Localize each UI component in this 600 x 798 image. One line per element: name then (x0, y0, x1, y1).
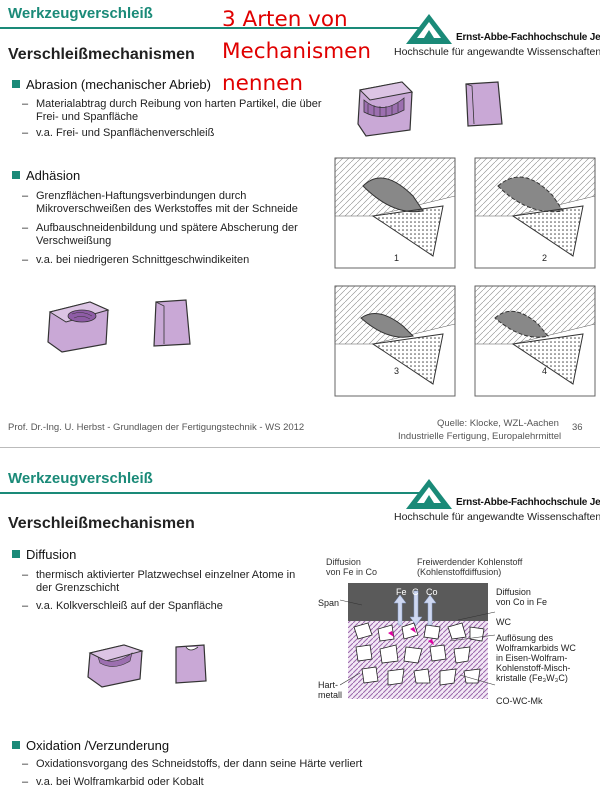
panel-number: 4 (542, 366, 548, 376)
logo-subtitle: Hochschule für angewandte Wissenschaften (394, 511, 600, 523)
diffusion-side-tool-figure (175, 644, 207, 684)
sub-item: –v.a. bei Wolframkarbid oder Kobalt (22, 776, 204, 788)
label-dissolution: Auflösung des Wolframkarbids WC in Eisen… (496, 633, 576, 683)
square-bullet-icon (12, 80, 20, 88)
university-logo: Ernst-Abbe-Fachhochschule Jena Hochschul… (394, 477, 600, 527)
slide-2: Werkzeugverschleiß Ernst-Abbe-Fachhochsc… (0, 465, 600, 798)
label-hartmetall: Hart- metall (318, 680, 343, 700)
logo-name: Ernst-Abbe-Fachhochschule Jena (456, 32, 600, 43)
sub-item: –Materialabtrag durch Reibung von harten… (22, 98, 322, 123)
label-span: Span (318, 598, 340, 608)
slide-title: Werkzeugverschleiß (8, 5, 153, 22)
bullet-abrasion: Abrasion (mechanischer Abrieb) (12, 77, 211, 92)
sub-item: –v.a. Kolkverschleiß auf der Spanfläche (22, 600, 223, 612)
slide-separator (0, 447, 600, 465)
logo-name: Ernst-Abbe-Fachhochschule Jena (456, 497, 600, 508)
label-c: C (412, 587, 419, 597)
adhesion-worn-tool-figure (47, 301, 110, 353)
adhesion-side-tool-figure (153, 299, 191, 347)
square-bullet-icon (12, 550, 20, 558)
panel-number: 2 (542, 253, 548, 263)
sub-item: –v.a. bei niedrigeren Schnittgeschwindik… (22, 254, 250, 266)
square-bullet-icon (12, 741, 20, 749)
adhesion-panels-3-4 (334, 285, 596, 397)
label-free-carbon: Freiwerdender Kohlenstoff (Kohlenstoffdi… (417, 557, 523, 577)
label-diffusion-co-fe: Diffusion von Co in Fe (496, 587, 548, 607)
bullet-oxidation: Oxidation /Verzunderung (12, 738, 169, 753)
sub-item: –Oxidationsvorgang des Schneidstoffs, de… (22, 758, 363, 770)
panel-number: 3 (394, 366, 400, 376)
triangle-logo-icon (406, 14, 452, 44)
label-wc: WC (496, 617, 511, 627)
logo-subtitle: Hochschule für angewandte Wissenschaften (394, 46, 600, 58)
diffusion-diagram: Fe C Co (348, 583, 488, 699)
bullet-adhaesion: Adhäsion (12, 168, 80, 183)
adhesion-panels-1-2 (334, 157, 596, 269)
footer-left: Prof. Dr.-Ing. U. Herbst - Grundlagen de… (8, 422, 305, 433)
sub-item: –v.a. Frei- und Spanflächenverschleiß (22, 127, 215, 139)
diffusion-worn-tool-figure (87, 644, 144, 688)
slide-1: Werkzeugverschleiß 3 Arten von Mechanism… (0, 0, 600, 442)
section-heading: Verschleißmechanismen (8, 515, 195, 532)
label-fe: Fe (396, 587, 407, 597)
page-number: 36 (572, 422, 583, 433)
abrasion-side-tool-figure (465, 81, 503, 127)
slide-title: Werkzeugverschleiß (8, 470, 153, 487)
sub-item: –thermisch aktivierter Platzwechsel einz… (22, 569, 296, 594)
square-bullet-icon (12, 171, 20, 179)
label-co-wc-mk: CO-WC-Mk (496, 696, 543, 706)
sub-item: –Grenzflächen-Haftungsverbindungen durch… (22, 190, 298, 215)
title-rule (0, 492, 420, 494)
triangle-logo-icon (406, 479, 452, 509)
panel-number: 1 (394, 253, 400, 263)
sub-item: –Aufbauschneidenbildung und spätere Absc… (22, 222, 298, 247)
slide-title-bar: Werkzeugverschleiß (0, 0, 600, 29)
handwritten-annotation: 3 Arten von Mechanismen nennen (222, 7, 371, 96)
bullet-diffusion: Diffusion (12, 547, 76, 562)
label-co: Co (426, 587, 438, 597)
university-logo: Ernst-Abbe-Fachhochschule Jena Hochschul… (394, 12, 600, 62)
abrasion-worn-tool-figure (357, 81, 414, 137)
footer-source-1: Quelle: Klocke, WZL-Aachen (437, 418, 559, 429)
title-rule (0, 27, 420, 29)
label-diffusion-fe-co: Diffusion von Fe in Co (326, 557, 378, 577)
diagram-leader-lines (340, 599, 496, 686)
footer-source-2: Industrielle Fertigung, Europalehrmittel (398, 431, 562, 442)
slide-title-bar: Werkzeugverschleiß (0, 465, 600, 494)
section-heading: Verschleißmechanismen (8, 46, 195, 63)
